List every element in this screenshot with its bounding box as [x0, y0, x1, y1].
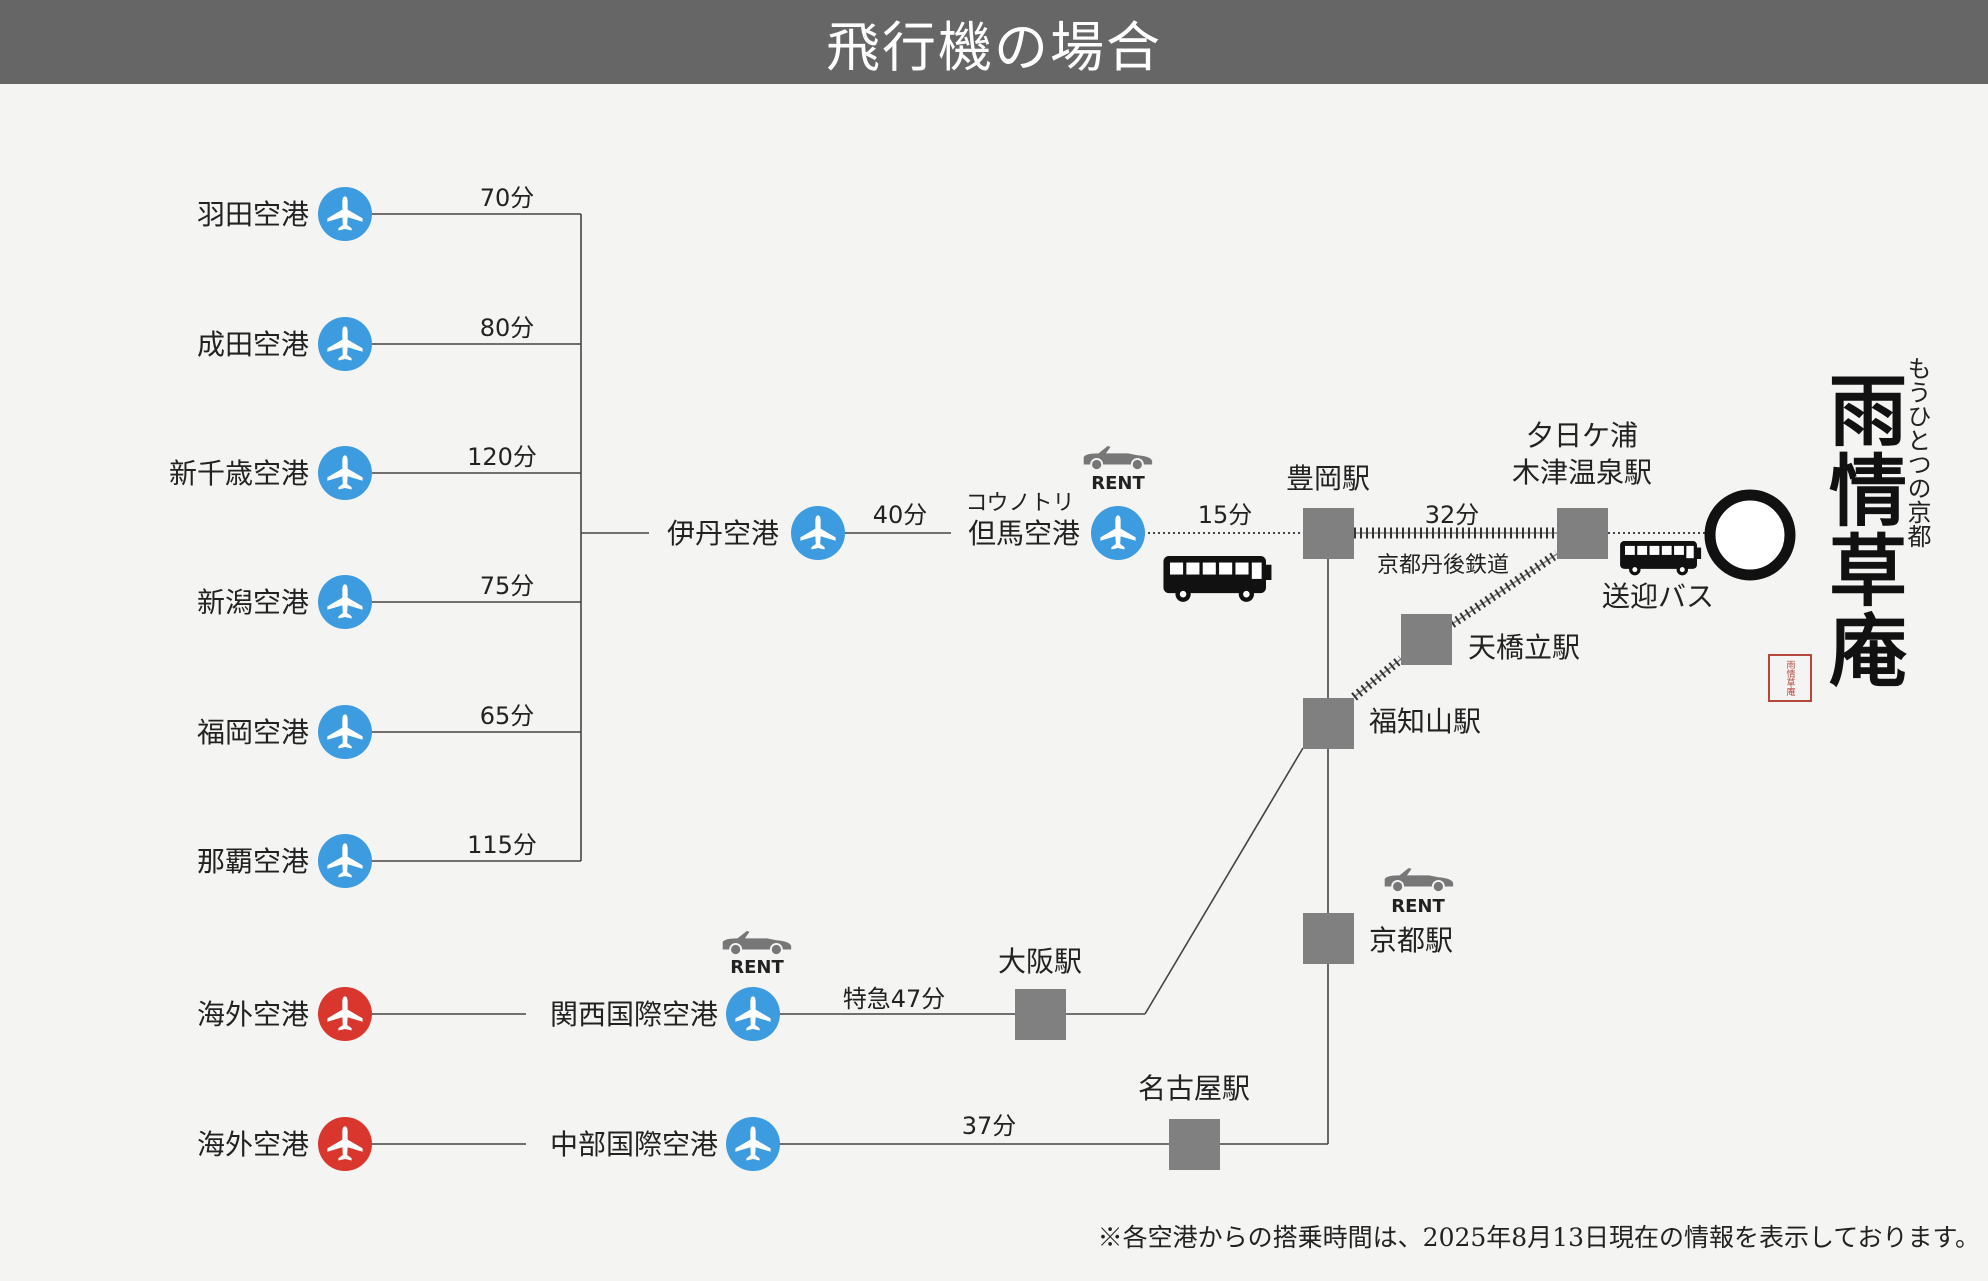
destination-marker: [1704, 489, 1796, 581]
station-label-nagoya[interactable]: 名古屋駅: [1138, 1072, 1250, 1105]
airport-label-kansai: 関西国際空港: [550, 998, 718, 1031]
station-amanohashidate-marker: [1401, 614, 1452, 665]
stations: 豊岡駅 32分 京都丹後鉄道 夕日ケ浦 木津温泉駅 送迎バス 天橋立駅 福知山駅…: [998, 419, 1796, 1170]
overseas-airport-label: 海外空港: [197, 998, 309, 1031]
kyoto-tango-railway: [1351, 527, 1560, 701]
overseas-kansai-route[interactable]: 海外空港 関西国際空港 RENT 特急47分: [197, 930, 946, 1041]
header-bar: 飛行機の場合: [0, 0, 1988, 84]
station-label-kitsu-onsen[interactable]: 木津温泉駅: [1512, 456, 1652, 489]
airport-label: 羽田空港: [197, 198, 309, 231]
station-label-kyoto[interactable]: 京都駅: [1369, 924, 1453, 957]
rental-car-icon: [1082, 445, 1154, 471]
footnote: ※各空港からの搭乗時間は、2025年8月13日現在の情報を表示しております。: [1097, 1223, 1980, 1252]
station-toyooka-marker: [1303, 508, 1354, 559]
rental-car-icon: [1383, 867, 1455, 893]
station-nagoya-marker: [1169, 1119, 1220, 1170]
station-osaka-marker: [1015, 989, 1066, 1040]
rental-car-icon: [721, 930, 793, 956]
airport-itami[interactable]: 伊丹空港 40分: [667, 501, 927, 560]
overseas-chubu-route[interactable]: 海外空港 中部国際空港 37分: [197, 1112, 1016, 1171]
express-time: 特急47分: [843, 985, 946, 1013]
flight-time: 75分: [480, 572, 535, 600]
overseas-airport-label: 海外空港: [197, 1128, 309, 1161]
station-label-fukuchiyama[interactable]: 福知山駅: [1369, 705, 1481, 738]
red-seal-stamp: 雨情草庵: [1768, 654, 1812, 702]
airport-narita[interactable]: 成田空港 80分: [197, 314, 534, 371]
shuttle-bus-icon: [1620, 541, 1702, 576]
shuttle-bus-label: 送迎バス: [1602, 580, 1714, 613]
train-time: 37分: [962, 1112, 1017, 1140]
station-fukuchiyama-marker: [1303, 698, 1354, 749]
airport-label: 那覇空港: [197, 845, 309, 878]
rent-label: RENT: [730, 957, 784, 978]
station-label-toyooka[interactable]: 豊岡駅: [1286, 462, 1370, 495]
station-label-osaka[interactable]: 大阪駅: [998, 945, 1082, 978]
flight-time: 120分: [467, 443, 537, 471]
domestic-airport-list: 羽田空港 70分 成田空港 80分 新千歳空港 120分 新潟空港 75分 福岡…: [169, 184, 537, 888]
station-label-yuhigaura[interactable]: 夕日ケ浦: [1526, 419, 1638, 452]
page-title: 飛行機の場合: [826, 15, 1162, 79]
airport-label: 福岡空港: [197, 716, 309, 749]
airport-naha[interactable]: 那覇空港 115分: [197, 831, 537, 888]
airport-nickname: コウノトリ: [965, 491, 1074, 516]
station-kyoto-marker: [1303, 913, 1354, 964]
logo-subtitle: もうひとつの京都: [1903, 356, 1931, 548]
airport-fukuoka[interactable]: 福岡空港 65分: [197, 702, 534, 759]
flight-time: 65分: [480, 702, 535, 730]
flight-time: 40分: [873, 501, 928, 529]
bus-time: 15分: [1198, 501, 1253, 529]
airport-label: 新潟空港: [197, 586, 309, 619]
rail-time: 32分: [1425, 501, 1480, 529]
rail-line-label: 京都丹後鉄道: [1377, 553, 1509, 578]
rent-label: RENT: [1391, 896, 1445, 917]
airport-tajima[interactable]: コウノトリ 但馬空港 RENT 15分: [965, 445, 1272, 602]
airport-label-chubu: 中部国際空港: [550, 1128, 718, 1161]
flight-time: 70分: [480, 184, 535, 212]
airport-label: 新千歳空港: [169, 457, 309, 490]
airport-niigata[interactable]: 新潟空港 75分: [197, 572, 534, 629]
airport-haneda[interactable]: 羽田空港 70分: [197, 184, 534, 241]
station-yuhigaura-marker: [1557, 508, 1608, 559]
station-label-amanohashidate[interactable]: 天橋立駅: [1468, 631, 1580, 664]
bus-icon: [1163, 556, 1272, 602]
flight-time: 80分: [480, 314, 535, 342]
rent-label: RENT: [1091, 473, 1145, 494]
airport-label: 但馬空港: [968, 517, 1080, 550]
airport-label: 成田空港: [197, 328, 309, 361]
airport-new-chitose[interactable]: 新千歳空港 120分: [169, 443, 537, 500]
ryokan-logo: 雨情草庵: [1816, 370, 1907, 690]
airport-label: 伊丹空港: [667, 517, 779, 550]
route-lines: [372, 213, 1329, 1145]
flight-time: 115分: [467, 831, 537, 859]
